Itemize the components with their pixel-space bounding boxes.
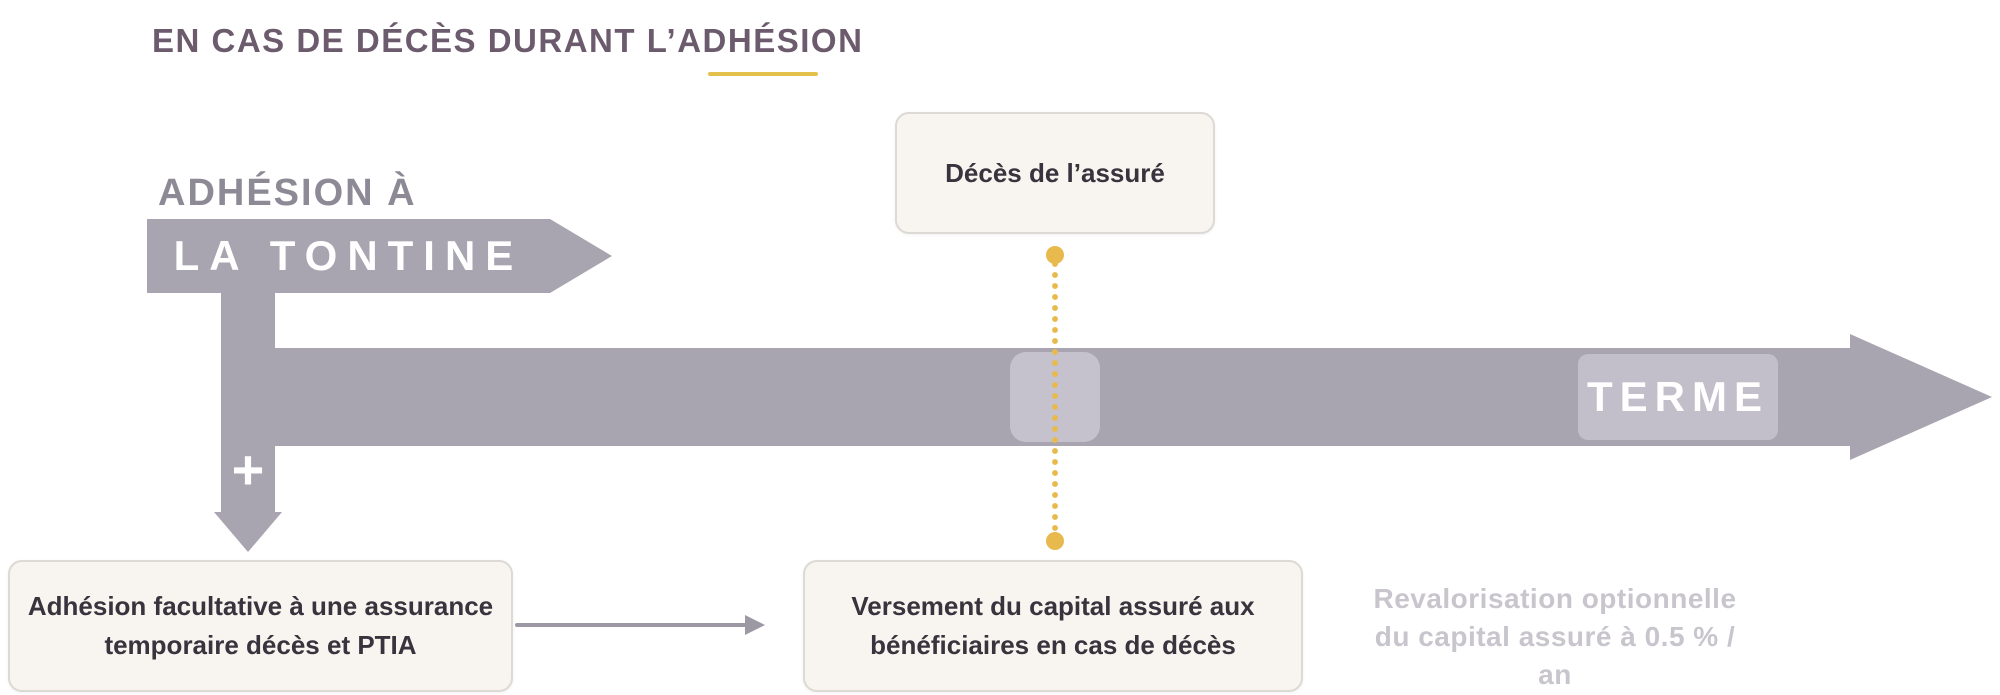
deces-box: Décès de l’assuré <box>895 112 1215 234</box>
dotted-line-bottom-dot <box>1046 532 1064 550</box>
plus-symbol: + <box>231 438 265 501</box>
revalorisation-note: Revalorisation optionnelle du capital as… <box>1373 583 1737 690</box>
connector-arrow-head-icon <box>745 615 765 635</box>
terme-label: TERME <box>1587 373 1769 420</box>
deces-box-label: Décès de l’assuré <box>945 157 1165 188</box>
versement-box: Versement du capital assuré aux bénéfici… <box>803 560 1303 692</box>
adhesion-facultative-label: Adhésion facultative à une assurance tem… <box>27 591 494 660</box>
dotted-connector-line <box>1051 260 1059 536</box>
timeline-arrow-head-icon <box>1850 334 1992 460</box>
tontine-label: LA TONTINE <box>173 232 524 279</box>
adhesion-label: ADHÉSION À <box>158 172 417 214</box>
connector-arrow-line <box>515 623 747 627</box>
versement-label: Versement du capital assuré aux bénéfici… <box>851 591 1255 660</box>
dotted-line-top-dot <box>1046 246 1064 264</box>
down-arrow-head-icon <box>214 512 282 552</box>
terme-badge: TERME <box>1578 354 1778 440</box>
page-title: EN CAS DE DÉCÈS DURANT L’ADHÉSION <box>152 22 864 59</box>
tontine-arrow: LA TONTINE <box>147 219 612 293</box>
adhesion-facultative-box: Adhésion facultative à une assurance tem… <box>8 560 513 692</box>
title-underline <box>708 72 818 76</box>
down-arrow-bar <box>221 285 275 512</box>
